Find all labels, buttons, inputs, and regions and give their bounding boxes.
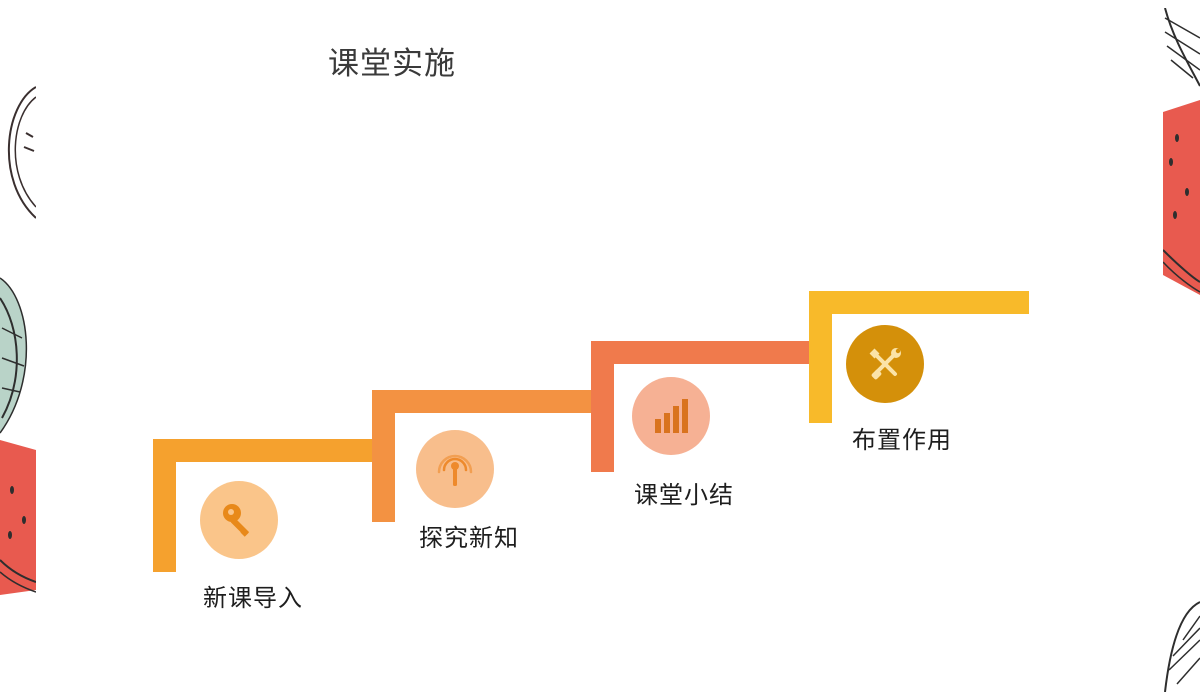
- step-3-horizontal-bar: [591, 341, 813, 364]
- tools-icon: [869, 348, 901, 380]
- step-3-label: 课堂小结: [634, 481, 734, 509]
- decor-left-ring: [0, 85, 36, 220]
- step-4-label: 布置作用: [852, 426, 952, 454]
- step-1-horizontal-bar: [153, 439, 375, 462]
- step-3-circle: [632, 377, 710, 455]
- step-2-horizontal-bar: [372, 390, 594, 413]
- slide-title: 课堂实施: [328, 46, 456, 82]
- bar-chart-icon: [655, 399, 688, 433]
- decor-right-watermelon: [1163, 100, 1200, 295]
- key-icon: [223, 504, 250, 537]
- step-1-circle: [200, 481, 278, 559]
- step-1-vertical-bar: [153, 439, 176, 572]
- step-4-vertical-bar: [809, 291, 832, 423]
- decor-left-leaf: [0, 268, 36, 438]
- decor-left-watermelon: [0, 440, 36, 595]
- step-2-vertical-bar: [372, 390, 395, 522]
- step-2-label: 探究新知: [419, 524, 519, 552]
- step-3-vertical-bar: [591, 341, 614, 472]
- step-1-label: 新课导入: [203, 584, 303, 612]
- step-4-circle: [846, 325, 924, 403]
- decor-right-hatch-top: [1163, 8, 1200, 88]
- decor-right-hatch-bottom: [1163, 600, 1200, 692]
- broadcast-icon: [437, 454, 473, 486]
- step-4-horizontal-bar: [809, 291, 1029, 314]
- step-2-circle: [416, 430, 494, 508]
